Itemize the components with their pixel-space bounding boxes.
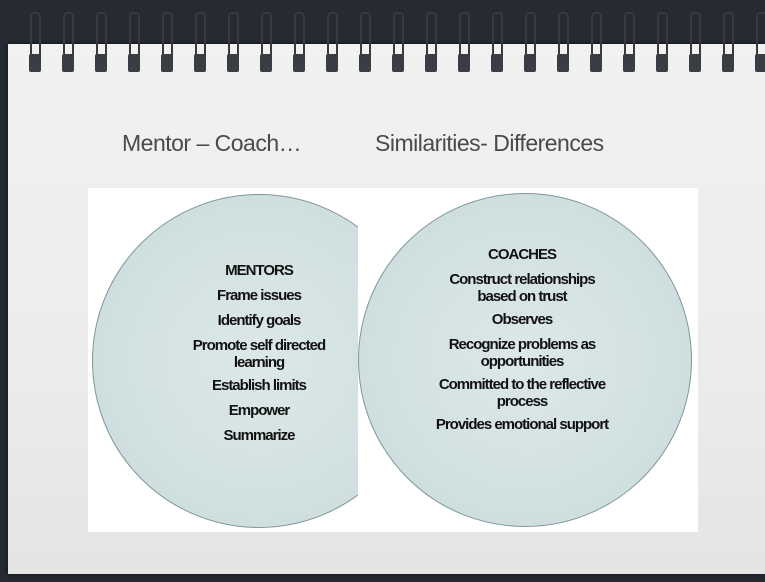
mentors-list: MENTORS Frame issues Identify goals Prom… — [176, 262, 342, 452]
coaches-item: Committed to the reflective process — [438, 376, 606, 410]
mentors-heading: MENTORS — [225, 262, 294, 279]
coaches-heading: COACHES — [487, 246, 557, 263]
spiral-ring — [622, 12, 636, 78]
spiral-ring — [292, 12, 306, 78]
spiral-ring — [655, 12, 669, 78]
coaches-item: Observes — [491, 311, 553, 328]
mentors-item: Establish limits — [211, 377, 307, 394]
spiral-ring — [754, 12, 765, 78]
mentors-item: Summarize — [223, 427, 295, 444]
spiral-ring — [391, 12, 405, 78]
spiral-ring — [193, 12, 207, 78]
coaches-item: Construct relationships based on trust — [449, 271, 595, 305]
spiral-ring — [424, 12, 438, 78]
slide-title-right: Similarities- Differences — [375, 130, 604, 156]
mentors-item: Frame issues — [217, 287, 302, 304]
spiral-ring — [61, 12, 75, 78]
mentors-circle — [92, 194, 358, 528]
spiral-ring — [160, 12, 174, 78]
spiral-ring — [556, 12, 570, 78]
coaches-circle — [358, 193, 692, 527]
spiral-ring — [457, 12, 471, 78]
coaches-item: Recognize problems as opportunities — [448, 336, 597, 370]
spiral-ring — [94, 12, 108, 78]
spiral-ring — [358, 12, 372, 78]
spiral-ring — [259, 12, 273, 78]
spiral-ring — [325, 12, 339, 78]
spiral-ring — [490, 12, 504, 78]
coaches-list: COACHES Construct relationships based on… — [432, 246, 612, 439]
mentors-item: Identify goals — [217, 312, 302, 329]
spiral-ring — [127, 12, 141, 78]
mentors-circle-clip — [88, 188, 358, 532]
mentors-item: Empower — [228, 402, 291, 419]
spiral-ring — [226, 12, 240, 78]
spiral-ring — [721, 12, 735, 78]
venn-diagram-panel: MENTORS Frame issues Identify goals Prom… — [88, 188, 698, 532]
spiral-ring — [688, 12, 702, 78]
coaches-item: Provides emotional support — [435, 416, 609, 433]
spiral-ring — [28, 12, 42, 78]
mentors-item: Promote self directed learning — [192, 337, 326, 371]
slide-title-left: Mentor – Coach… — [122, 130, 302, 156]
spiral-binding — [8, 0, 765, 80]
spiral-ring — [523, 12, 537, 78]
spiral-ring — [589, 12, 603, 78]
